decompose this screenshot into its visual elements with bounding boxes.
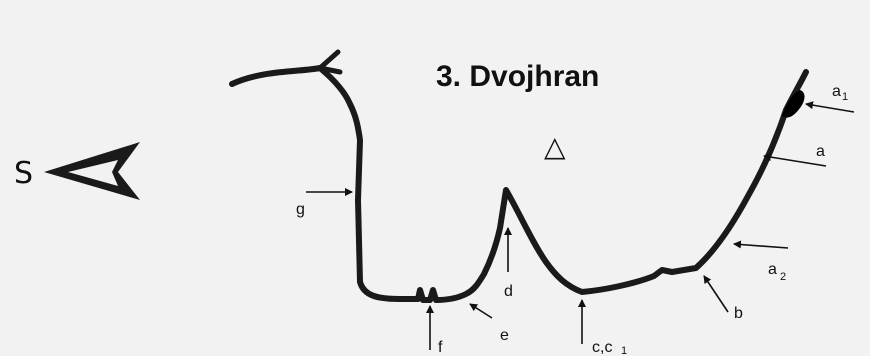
ridge-fork [317, 49, 343, 75]
arrow-e [469, 303, 493, 319]
label-a1: a [832, 83, 841, 100]
label-a1-sub: 1 [842, 91, 848, 103]
orientation-letter: S [14, 156, 33, 191]
pointer-arrows [306, 101, 855, 350]
label-b: b [734, 305, 743, 322]
label-a: a [816, 143, 825, 160]
arrow-b [703, 275, 729, 313]
arrow-a1 [805, 101, 855, 113]
label-f: f [438, 339, 443, 356]
summit-triangle-icon: △ [544, 131, 566, 162]
label-c: c,c [592, 339, 612, 356]
ridge-blob [782, 90, 805, 118]
arrow-a2 [733, 240, 789, 249]
arrow-a [763, 153, 827, 167]
ridge-line [229, 65, 809, 303]
diagram-title: 3. Dvojhran [436, 60, 599, 93]
label-e: e [500, 327, 509, 344]
label-a2: a [768, 261, 777, 278]
compass-arrow-icon [44, 142, 140, 200]
label-c-sub: 1 [621, 345, 627, 356]
label-g: g [296, 201, 305, 218]
label-a2-sub: 2 [780, 271, 786, 283]
label-d: d [504, 283, 513, 300]
